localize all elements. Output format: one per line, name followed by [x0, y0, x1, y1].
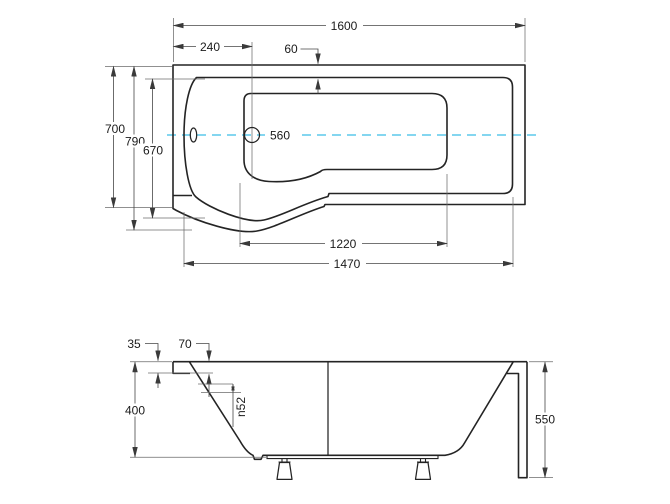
overflow-hole [189, 127, 198, 143]
dim-drain-offset: 240 [172, 40, 253, 54]
dim-rim-thickness: 35 [127, 337, 161, 388]
foot-left [276, 458, 293, 481]
side-right-leg [507, 361, 528, 479]
dim-label-560: 560 [270, 129, 290, 143]
plan-floor-outline [243, 92, 448, 183]
plan-inner-rim [183, 76, 514, 222]
dim-label-670: 670 [143, 144, 163, 158]
dim-total-height: 550 [531, 361, 559, 479]
dim-label-550: 550 [535, 413, 555, 427]
dim-label-700: 700 [105, 122, 125, 136]
dim-overall-width: 700 [101, 65, 129, 209]
drain-hole [243, 126, 261, 144]
dim-label-35: 35 [127, 337, 141, 351]
foot-right [414, 458, 432, 481]
side-frame-bar [266, 455, 439, 460]
side-view: 35 70 400 n52 550 [121, 337, 559, 481]
plan-outer-outline [172, 64, 526, 233]
side-rim-tab [172, 361, 190, 375]
dim-interior-width: 560 [265, 128, 296, 143]
dim-shell-depth: 400 [121, 361, 149, 458]
dim-rim-gap: 60 [284, 42, 321, 94]
dim-label-400: 400 [125, 404, 145, 418]
dim-label-70: 70 [178, 337, 192, 351]
side-shell-profile [188, 361, 514, 461]
dim-label-1470: 1470 [334, 257, 361, 271]
dim-label-1220: 1220 [330, 237, 357, 251]
dim-bottom-length: 1470 [183, 257, 514, 271]
dim-inner-width: 670 [139, 78, 167, 219]
dim-overall-length: 1600 [172, 19, 526, 33]
top-view: 1600 240 60 700 790 [101, 18, 540, 271]
dim-label-60: 60 [284, 42, 298, 56]
dim-interior-bottom-length: 1220 [239, 237, 448, 251]
dim-rim-width: 70 [178, 337, 212, 397]
dim-label-240: 240 [200, 40, 220, 54]
dim-drain-hole: n52 [198, 383, 248, 427]
dim-label-1600: 1600 [331, 19, 358, 33]
dim-label-n52: n52 [234, 397, 248, 417]
